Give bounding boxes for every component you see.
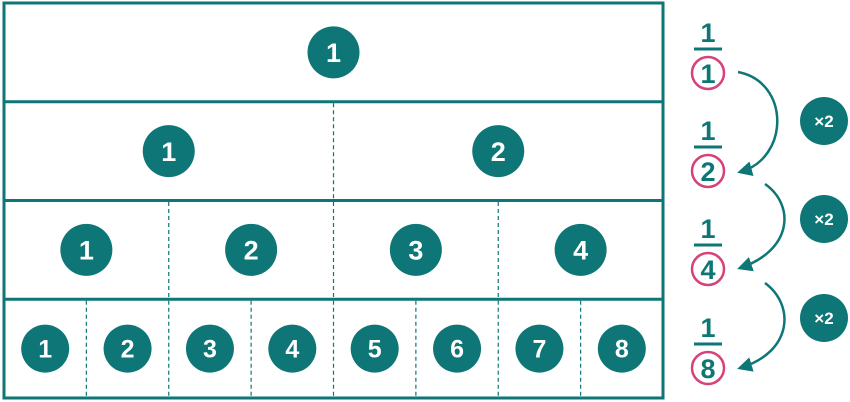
- segment-badge: 3: [185, 324, 234, 373]
- badge-circle: [389, 223, 442, 276]
- segment-badge: 3: [389, 223, 442, 276]
- denominator-ring: [690, 55, 726, 91]
- segment-number: 3: [408, 236, 423, 266]
- wall-row-4: 1 2 3 4: [4, 199, 663, 298]
- multiplier-label: ×2: [814, 309, 833, 328]
- segment-number: 1: [161, 137, 176, 167]
- fraction-numerator: 1: [700, 18, 715, 48]
- badge-circle: [433, 324, 482, 373]
- segment-number: 1: [326, 38, 341, 68]
- segment-badge: 1: [142, 125, 195, 178]
- multiplier-badge: [800, 294, 848, 342]
- wall-row-8: 1 2 3 4 5 6 7 8: [4, 297, 663, 397]
- multiplier-label: ×2: [814, 112, 833, 131]
- badge-circle: [60, 223, 113, 276]
- fraction-denominator: 1: [700, 59, 715, 89]
- denominator-ring: [690, 251, 726, 287]
- curved-arrow-icon: [737, 281, 786, 372]
- multiplier-label: ×2: [814, 210, 833, 229]
- badge-circle: [597, 324, 646, 373]
- segment-badge: 7: [515, 324, 564, 373]
- badge-circle: [350, 324, 399, 373]
- segment-number: 5: [368, 336, 382, 364]
- segment-badge: 2: [472, 125, 525, 178]
- segment-number: 7: [532, 336, 546, 364]
- badge-circle: [268, 324, 317, 373]
- unit-fraction: 12: [690, 116, 726, 189]
- segment-badge: 8: [597, 324, 646, 373]
- segment-badge: 2: [225, 223, 278, 276]
- fraction-numerator: 1: [700, 313, 715, 343]
- badge-circle: [21, 324, 70, 373]
- segment-number: 6: [450, 336, 464, 364]
- segment-badge: 2: [103, 324, 152, 373]
- segment-badge: 4: [268, 324, 317, 373]
- doubling-arrows: ×2 ×2 ×2: [737, 70, 848, 372]
- badge-circle: [515, 324, 564, 373]
- badge-circle: [554, 223, 607, 276]
- doubling-step: ×2: [737, 70, 848, 176]
- segment-number: 8: [615, 336, 629, 364]
- multiplier-badge: [800, 195, 848, 243]
- badge-circle: [103, 324, 152, 373]
- segment-number: 1: [38, 336, 52, 364]
- segment-badge: 5: [350, 324, 399, 373]
- curved-arrow-icon: [737, 182, 786, 272]
- badge-circle: [185, 324, 234, 373]
- multiplier-badge: [800, 97, 848, 145]
- fraction-numerator: 1: [700, 214, 715, 244]
- fraction-denominator: 2: [700, 157, 715, 187]
- segment-badge: 1: [60, 223, 113, 276]
- badge-circle: [472, 125, 525, 178]
- fraction-denominator: 8: [700, 354, 715, 384]
- doubling-step: ×2: [737, 182, 848, 272]
- badge-circle: [142, 125, 195, 178]
- curved-arrow-icon: [737, 70, 779, 176]
- segment-number: 4: [285, 336, 299, 364]
- badge-circle: [225, 223, 278, 276]
- segment-number: 1: [79, 236, 94, 266]
- fraction-numerator: 1: [700, 116, 715, 146]
- segment-number: 3: [203, 336, 217, 364]
- unit-fraction: 18: [690, 313, 726, 386]
- fraction-denominator: 4: [700, 255, 715, 285]
- segment-badge: 1: [307, 26, 360, 79]
- unit-fraction: 14: [690, 214, 726, 287]
- badge-circle: [307, 26, 360, 79]
- wall-row-1: 1: [307, 26, 360, 79]
- denominator-ring: [690, 350, 726, 386]
- segment-number: 2: [121, 336, 135, 364]
- doubling-step: ×2: [737, 281, 848, 372]
- segment-number: 2: [244, 236, 259, 266]
- denominator-ring: [690, 153, 726, 189]
- segment-badge: 6: [433, 324, 482, 373]
- segment-number: 2: [491, 137, 506, 167]
- segment-badge: 4: [554, 223, 607, 276]
- segment-number: 4: [573, 236, 588, 266]
- unit-fraction: 11: [690, 18, 726, 91]
- segment-badge: 1: [21, 324, 70, 373]
